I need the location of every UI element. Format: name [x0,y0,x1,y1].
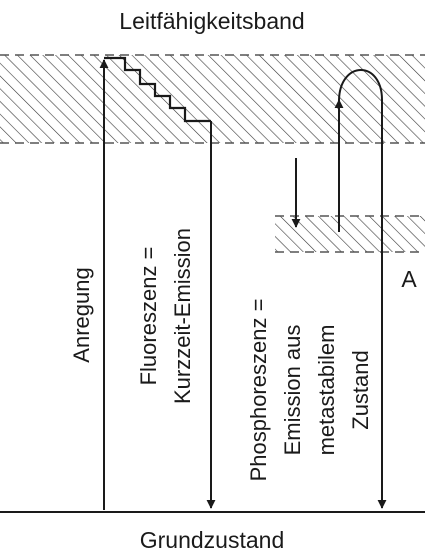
point-a-label: A [401,266,417,292]
metastable-band [275,215,425,253]
phosphorescence-loop [338,69,387,509]
phosphorescence-line-4: Zustand [348,350,373,430]
excitation-label: Anregung [69,267,94,362]
fluorescence-label: Fluoreszenz = Kurzzeit-Emission [136,228,195,404]
fluorescence-line-2: Kurzzeit-Emission [170,228,195,404]
fluorescence-line-1: Fluoreszenz = [136,247,161,386]
conduction-band-label: Leitfähigkeitsband [119,8,304,34]
relaxation-staircase [104,56,211,123]
phosphorescence-line-2: Emission aus [280,325,305,456]
conduction-band [0,54,425,144]
ground-state-label: Grundzustand [140,527,284,553]
phosphorescence-line-3: metastabilem [314,325,339,456]
phosphorescence-line-1: Phosphoreszenz = [246,299,271,482]
phosphorescence-label: Phosphoreszenz = Emission aus metastabil… [246,299,373,482]
